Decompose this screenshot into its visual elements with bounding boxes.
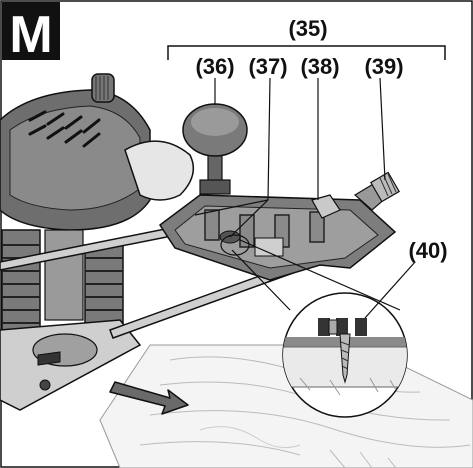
router-body: [0, 73, 195, 411]
label-37: (37): [248, 54, 287, 79]
detail-zoom-circle: [220, 234, 416, 418]
fine-adjust-knob: [353, 171, 400, 211]
group-bracket: [167, 45, 446, 60]
clamping-knob: [182, 103, 248, 195]
label-35: (35): [288, 16, 327, 41]
label-40: (40): [408, 238, 447, 263]
label-36: (36): [195, 54, 234, 79]
label-38: (38): [300, 54, 339, 79]
leader-lines: [194, 77, 386, 238]
feed-direction-arrow-icon: [109, 381, 189, 415]
figure-letter: M: [9, 6, 52, 64]
figure-letter-badge: M: [2, 2, 60, 64]
label-39: (39): [364, 54, 403, 79]
